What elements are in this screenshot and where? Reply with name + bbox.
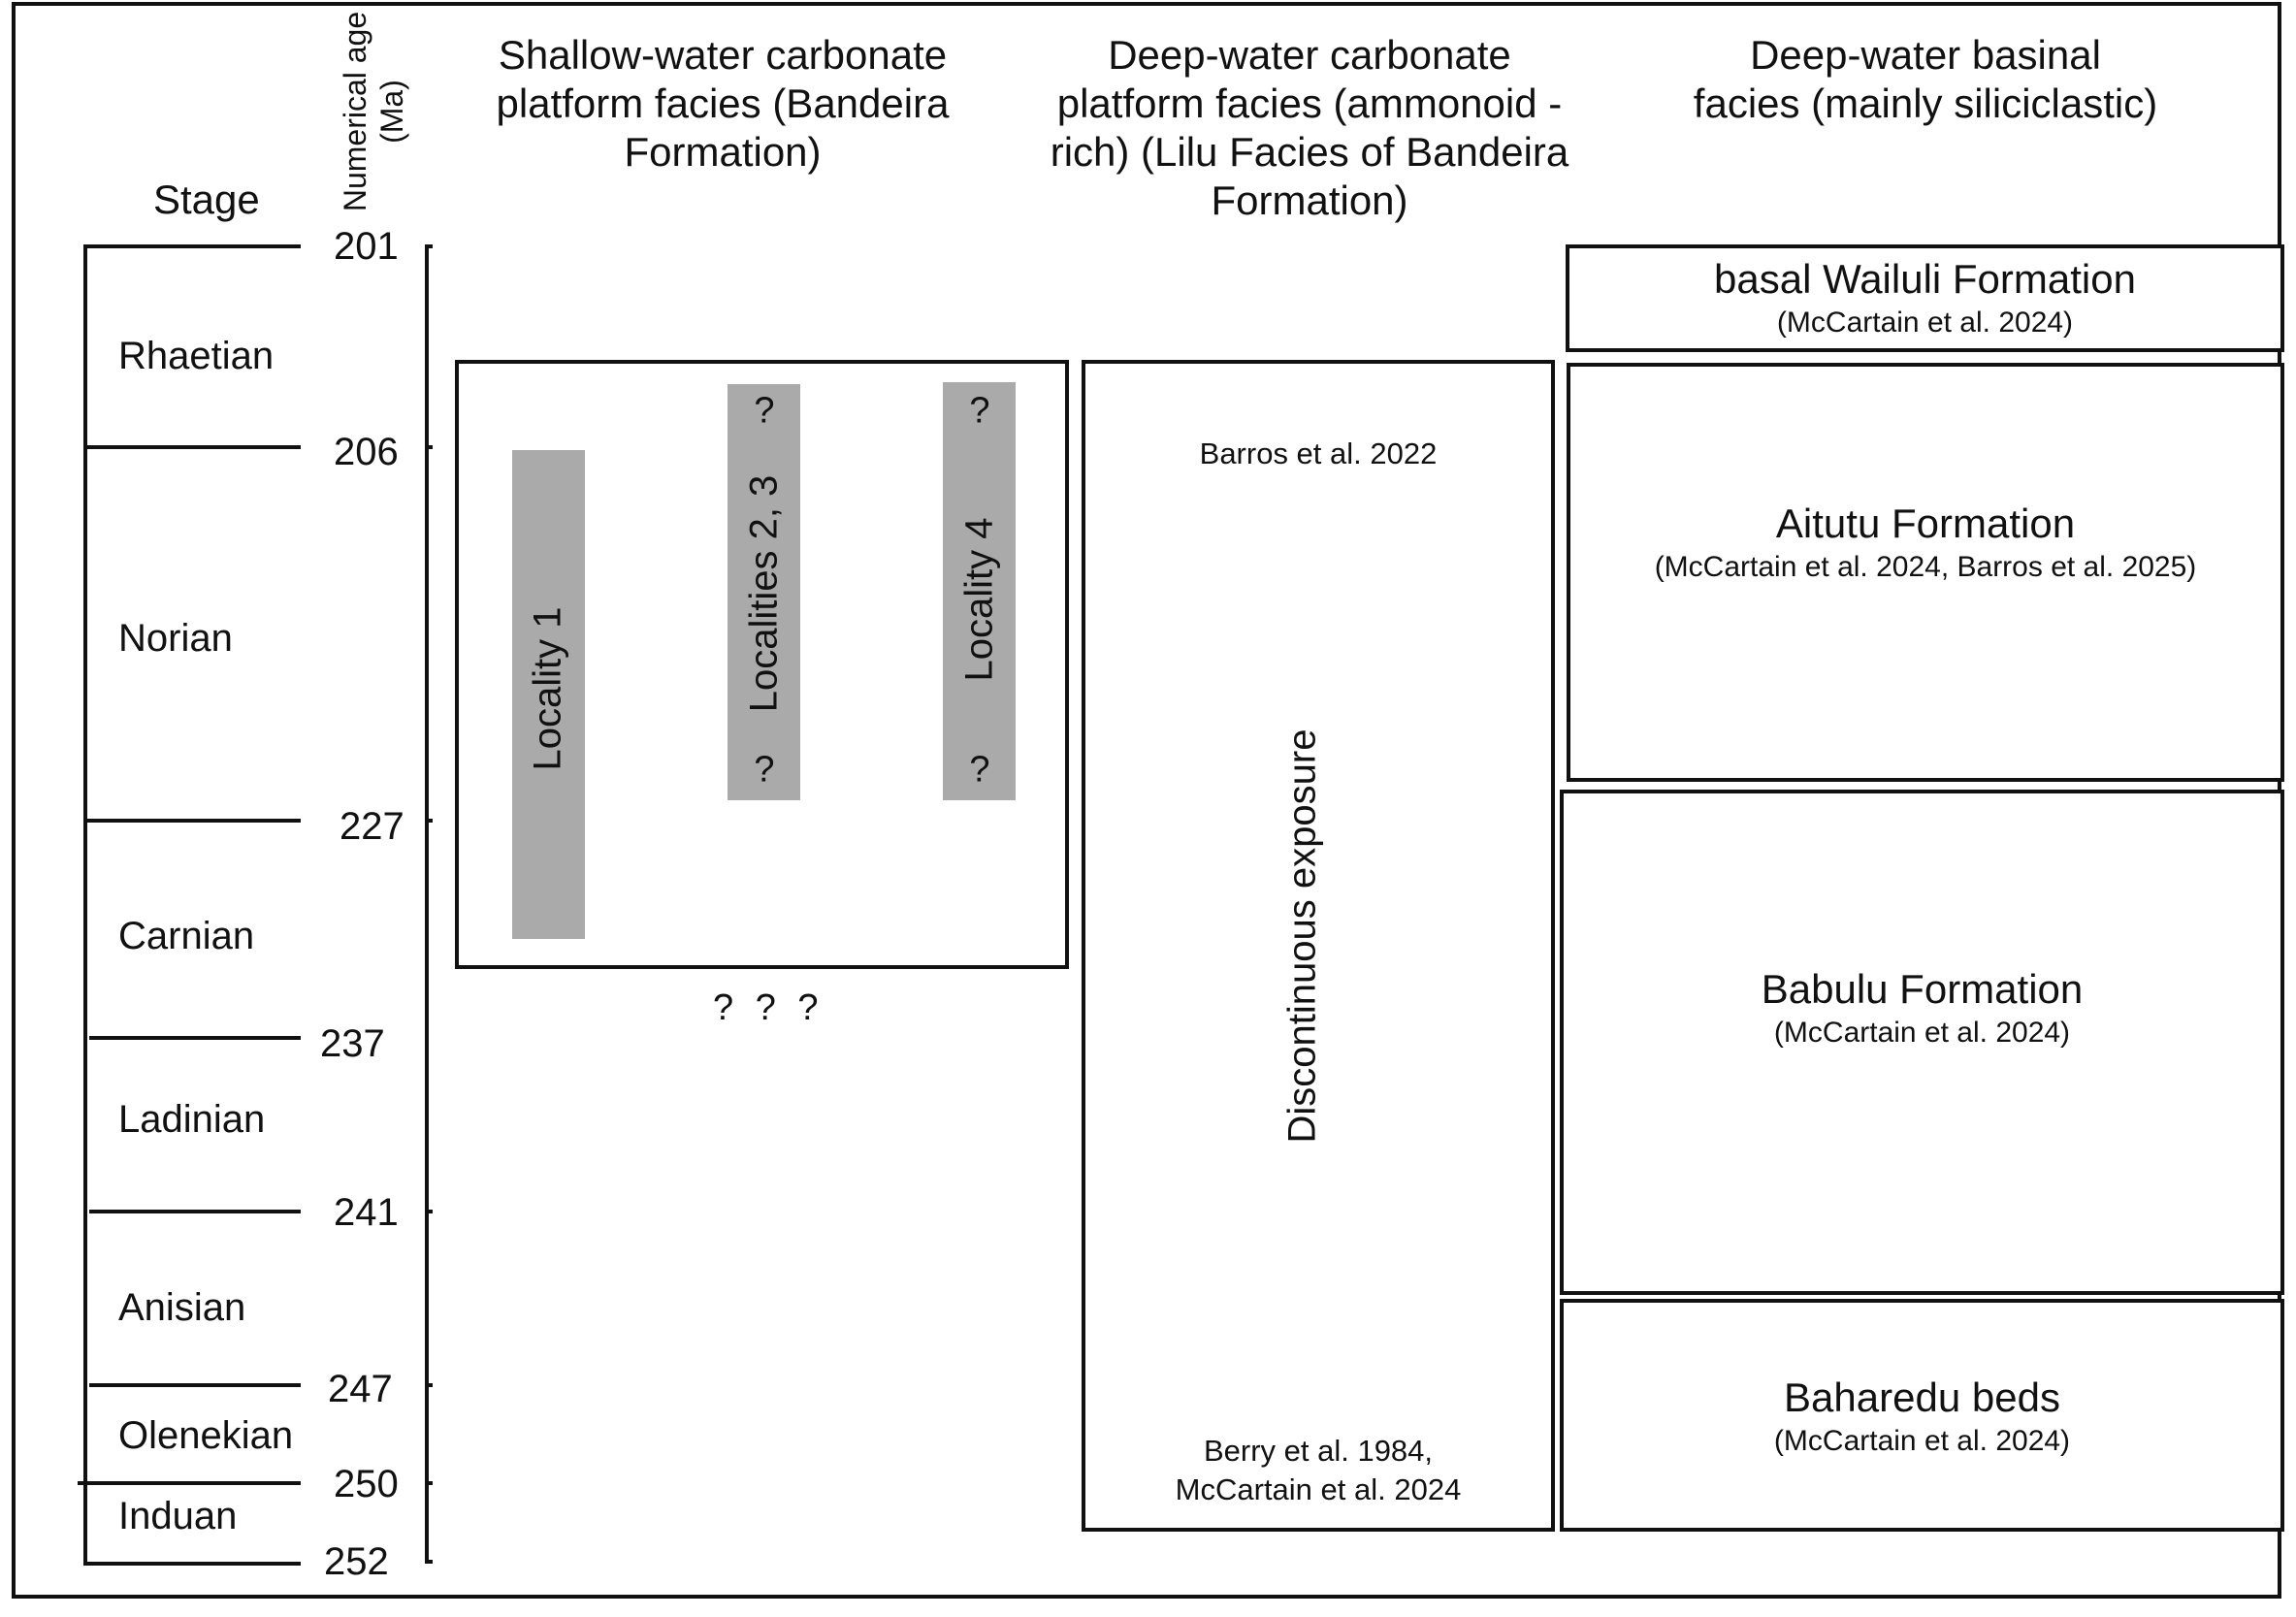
age-tick-247 <box>425 1383 433 1387</box>
age-252: 252 <box>324 1540 389 1583</box>
stage-boundary-252 <box>83 1562 301 1566</box>
localities-2-3-bottom-question: ? <box>754 749 775 791</box>
age-237: 237 <box>320 1022 385 1065</box>
babulu-ref: (McCartain et al. 2024) <box>1773 1017 2071 1049</box>
babulu-box: Babulu Formation (McCartain et al. 2024) <box>1560 790 2284 1295</box>
stage-boundary-227 <box>83 819 301 823</box>
locality-4-top-question: ? <box>969 390 990 432</box>
stage-boundary-241 <box>89 1210 301 1213</box>
age-axis <box>425 244 429 1564</box>
deep-platform-box <box>1082 360 1555 1532</box>
localities-2-3-bar <box>728 384 800 800</box>
shallow-platform-header: Shallow-water carbonate platform facies … <box>496 32 950 175</box>
age-227: 227 <box>340 805 404 848</box>
age-247: 247 <box>328 1368 393 1410</box>
aitutu-ref: (McCartain et al. 2024, Barros et al. 20… <box>1654 551 2197 583</box>
localities-2-3-top-question: ? <box>754 390 775 432</box>
stage-rhaetian: Rhaetian <box>118 335 275 377</box>
age-201: 201 <box>334 225 399 268</box>
age-tick-241 <box>425 1210 433 1213</box>
stage-boundary-237 <box>89 1036 301 1040</box>
stage-norian: Norian <box>118 617 233 660</box>
baharedu-box: Baharedu beds (McCartain et al. 2024) <box>1560 1299 2284 1532</box>
basal-wailuli-ref: (McCartain et al. 2024) <box>1776 307 2074 339</box>
locality-4-label: Locality 4 <box>957 517 1001 682</box>
stage-boundary-201 <box>83 244 301 248</box>
age-tick-250 <box>425 1481 433 1485</box>
age-tick-201 <box>425 244 433 248</box>
basal-wailuli-box: basal Wailuli Formation (McCartain et al… <box>1566 244 2284 352</box>
basinal-header: Deep-water basinal facies (mainly silici… <box>1693 32 2158 126</box>
stage-carnian: Carnian <box>118 915 255 957</box>
aitutu-title: Aitutu Formation <box>1775 501 2076 546</box>
age-tick-227 <box>425 819 433 823</box>
stage-induan: Induan <box>118 1495 238 1537</box>
baharedu-ref: (McCartain et al. 2024) <box>1773 1425 2071 1457</box>
stage-anisian: Anisian <box>118 1286 246 1329</box>
stage-header: Stage <box>153 177 260 222</box>
locality-4-bottom-question: ? <box>969 749 990 791</box>
babulu-title: Babulu Formation <box>1761 966 2084 1012</box>
aitutu-box: Aitutu Formation (McCartain et al. 2024,… <box>1567 363 2284 782</box>
baharedu-title: Baharedu beds <box>1784 1374 2060 1420</box>
discontinuous-exposure-label: Discontinuous exposure <box>1280 728 1324 1144</box>
stage-boundary-250 <box>78 1481 301 1485</box>
localities-2-3-label: Localities 2, 3 <box>742 474 786 713</box>
age-241: 241 <box>334 1191 399 1234</box>
locality-4-bar <box>943 382 1016 800</box>
stage-ladinian: Ladinian <box>118 1098 266 1141</box>
numerical-age-header: Numerical age (Ma) <box>338 11 409 212</box>
stage-column-left-border <box>83 244 87 1562</box>
stage-boundary-206 <box>83 445 301 449</box>
stage-olenekian: Olenekian <box>118 1414 294 1457</box>
age-tick-252 <box>425 1560 433 1564</box>
stage-boundary-247 <box>89 1383 301 1387</box>
below-box-questions: ? ? ? <box>713 987 825 1028</box>
deep-platform-ref-top: Barros et al. 2022 <box>1199 437 1438 470</box>
locality-1-label: Locality 1 <box>526 606 569 771</box>
deep-platform-header: Deep-water carbonate platform facies (am… <box>1050 32 1569 223</box>
age-250: 250 <box>334 1463 399 1505</box>
deep-platform-ref-bottom: Berry et al. 1984, McCartain et al. 2024 <box>1175 1434 1462 1506</box>
age-206: 206 <box>334 431 399 473</box>
age-tick-206 <box>425 445 433 449</box>
locality-1-bar <box>512 450 585 939</box>
basal-wailuli-title: basal Wailuli Formation <box>1714 256 2136 302</box>
